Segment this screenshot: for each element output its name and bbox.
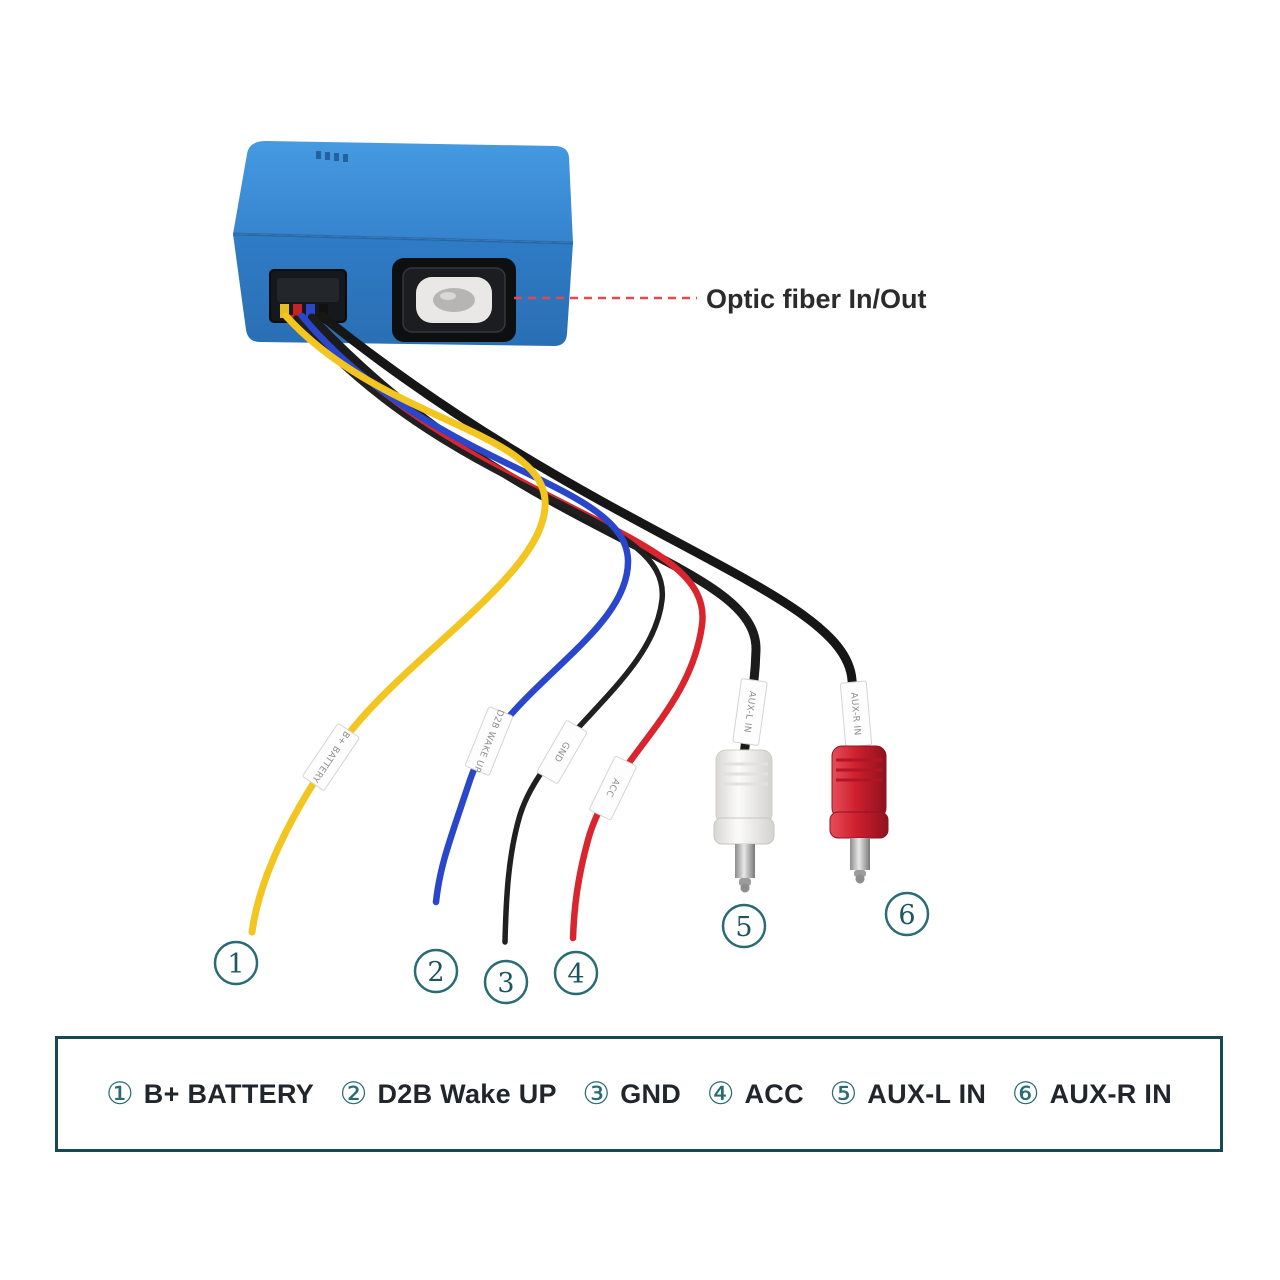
legend-item-aux-r: ⑥ AUX-R IN [1011,1075,1172,1112]
callout-5: 5 [721,903,767,949]
callout-1-number: 1 [227,949,244,980]
wire-d2b-blue [298,312,632,906]
callout-4: 4 [553,950,599,996]
legend-num-6: ⑥ [1011,1075,1040,1112]
legend-label-aux-r: AUX-R IN [1049,1078,1172,1109]
legend-label-gnd: GND [620,1078,682,1109]
callout-1: 1 [213,940,259,986]
harness-connector-port [269,269,347,323]
rca-plug-red-aux-r [829,745,889,884]
adapter-box [232,141,574,346]
callout-4-number: 4 [567,959,584,990]
wire-tag-d2b: D2B WAKE UP [465,706,513,776]
callout-3: 3 [483,959,529,1005]
callout-2: 2 [413,948,459,994]
wire-aux-r-black [317,311,864,757]
legend-num-5: ⑤ [829,1075,858,1112]
legend-num-2: ② [339,1075,368,1112]
wire-battery-yellow [248,312,549,936]
callout-3-number: 3 [497,968,514,999]
wire-gnd-black [293,315,665,945]
wire-tag-battery: B+ BATTERY [302,723,360,791]
legend-label-battery: B+ BATTERY [143,1078,315,1109]
vent-holes [316,151,348,162]
optic-fiber-port [392,258,516,342]
wire-tag-aux-r-label: AUX-R IN [848,692,862,736]
optic-annotation-label: Optic fiber In/Out [706,284,927,314]
legend-num-4: ④ [706,1075,735,1112]
callout-5-number: 5 [735,912,752,943]
legend-item-aux-l: ⑤ AUX-L IN [829,1075,987,1112]
legend-num-3: ③ [582,1075,611,1112]
adapter-box-top-face [233,141,573,243]
wire-acc-red [288,314,706,942]
wire-tag-aux-r: AUX-R IN [839,680,873,748]
legend-label-d2b: D2B Wake UP [377,1078,557,1109]
legend-box: ① B+ BATTERY ② D2B Wake UP ③ GND ④ ACC ⑤… [55,1036,1223,1152]
adapter-box-edge [232,232,574,245]
callout-6: 6 [884,891,930,937]
legend-label-acc: ACC [744,1078,804,1109]
wire-tag-aux-l: AUX-L IN [732,678,768,746]
callout-6-number: 6 [898,900,915,931]
rca-plug-white-aux-l [713,749,775,893]
legend-item-d2b: ② D2B Wake UP [339,1075,557,1112]
legend-item-acc: ④ ACC [706,1075,804,1112]
legend-item-battery: ① B+ BATTERY [106,1075,315,1112]
legend-label-aux-l: AUX-L IN [867,1078,987,1109]
callout-2-number: 2 [427,957,444,988]
wire-tag-acc: ACC [589,755,637,821]
wire-tag-gnd: GND [536,720,588,784]
legend-item-gnd: ③ GND [582,1075,682,1112]
legend-num-1: ① [106,1075,134,1112]
